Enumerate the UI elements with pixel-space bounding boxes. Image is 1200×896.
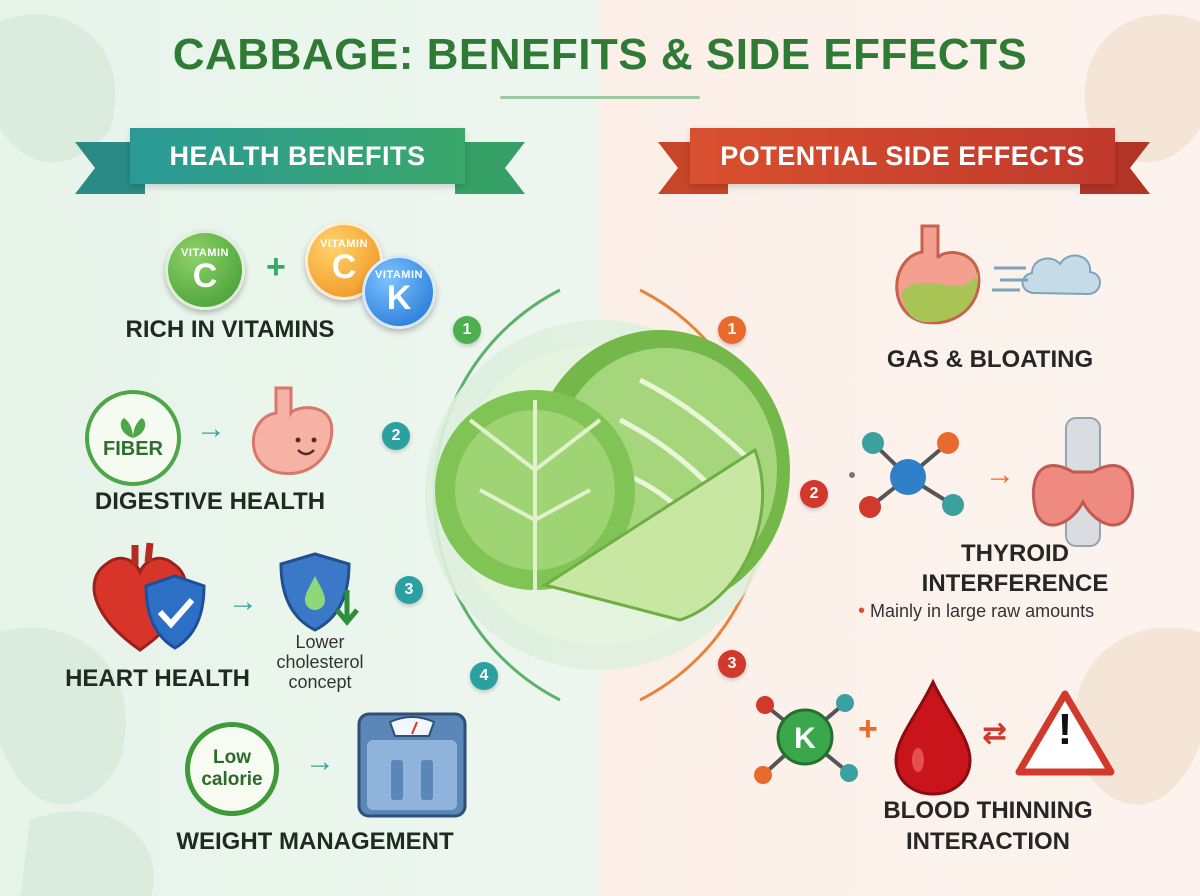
cholesterol-note: Lower cholesterol concept <box>276 632 364 692</box>
arrow-icon: → <box>228 585 258 618</box>
drop-shield-icon <box>279 552 359 632</box>
benefit-label-weight: WEIGHT MANAGEMENT <box>176 828 454 855</box>
benefit-label-heart: HEART HEALTH <box>65 665 250 692</box>
arrow-icon: → <box>305 745 335 778</box>
benefit-badge-1: 1 <box>453 316 481 344</box>
vitamin-k-molecule-icon <box>754 694 858 784</box>
vitamin-k-letter: K <box>794 722 816 755</box>
low-calorie-icon: Low calorie <box>185 722 279 816</box>
side-effect-badge-2: 2 <box>800 480 828 508</box>
side-effect-badge-3: 3 <box>718 650 746 678</box>
banner-left-tail <box>75 142 145 194</box>
warning-icon <box>1015 690 1115 776</box>
page-title: CABBAGE: BENEFITS & SIDE EFFECTS <box>172 30 1028 79</box>
plus-icon: + <box>266 248 286 286</box>
side-effect-label-blood-2: INTERACTION <box>906 828 1070 855</box>
side-effect-label-gas: GAS & BLOATING <box>886 346 1094 373</box>
arrow-icon: → <box>985 458 1015 491</box>
scale-icon <box>357 712 467 818</box>
benefit-badge-2: 2 <box>382 422 410 450</box>
plus-icon: + <box>858 710 878 748</box>
stomach-icon <box>895 224 981 325</box>
benefit-label-vitamins: RICH IN VITAMINS <box>125 316 335 343</box>
banner-left-tail-end <box>455 142 525 194</box>
side-effect-label-thyroid-2: INTERFERENCE <box>921 570 1109 597</box>
side-effects-banner: POTENTIAL SIDE EFFECTS <box>690 128 1115 184</box>
title-divider <box>500 96 700 99</box>
fiber-icon: FIBER <box>85 390 181 486</box>
health-benefits-banner: HEALTH BENEFITS <box>130 128 465 184</box>
interaction-arrows-icon: ⇄ <box>982 717 1008 750</box>
blood-drop-icon <box>894 678 972 796</box>
stomach-icon <box>251 386 334 475</box>
gas-cloud-icon <box>992 254 1101 296</box>
benefit-badge-3: 3 <box>395 576 423 604</box>
benefit-label-digestive: DIGESTIVE HEALTH <box>94 488 326 515</box>
molecule-icon <box>849 432 964 518</box>
benefit-badge-4: 4 <box>470 662 498 690</box>
warning-mark: ! <box>1057 705 1073 754</box>
leaf-icon <box>120 417 146 438</box>
side-effect-badge-1: 1 <box>718 316 746 344</box>
side-effect-label-thyroid-1: THYROID <box>961 540 1069 567</box>
arrow-icon: → <box>196 412 226 445</box>
shield-icon <box>144 574 206 650</box>
thyroid-note: • Mainly in large raw amounts <box>858 600 1095 622</box>
thyroid-icon <box>1031 417 1135 547</box>
cabbage-icon <box>435 330 790 622</box>
side-effect-label-blood-1: BLOOD THINNING <box>883 797 1093 824</box>
